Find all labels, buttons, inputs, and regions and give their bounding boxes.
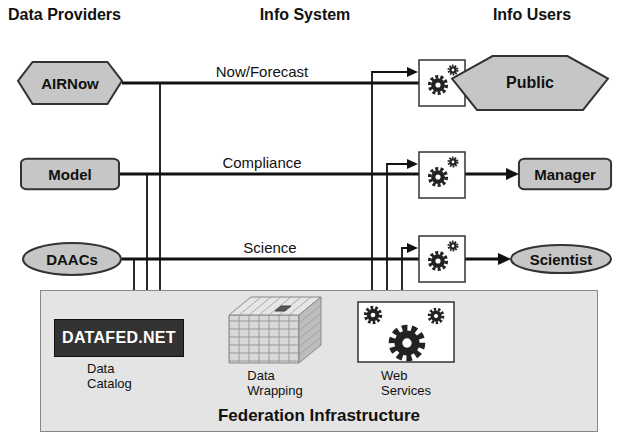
gear-box xyxy=(419,236,465,282)
band-title: Federation Infrastructure xyxy=(218,406,420,426)
node-label: AIRNow xyxy=(41,75,99,92)
actor-node: Manager xyxy=(518,158,612,190)
service-link xyxy=(387,164,412,300)
column-header: Data Providers xyxy=(8,6,121,24)
text-holder: AIRNow xyxy=(18,62,122,104)
column-header: Info Users xyxy=(493,6,571,24)
component-caption: Data Wrapping xyxy=(247,368,302,398)
flow-label: Compliance xyxy=(220,154,303,171)
component-caption: Data Catalog xyxy=(87,361,151,391)
node-label: DAACs xyxy=(46,251,98,268)
text-holder: Manager xyxy=(518,158,612,190)
service-links xyxy=(372,72,412,300)
text-holder: DATAFED.NET xyxy=(55,320,183,356)
web-services-node: Web Services xyxy=(357,301,455,363)
service-link xyxy=(372,72,412,300)
catalog-logo: DATAFED.NETData Catalog xyxy=(54,319,184,357)
web-services-box xyxy=(357,301,455,363)
node-label: Model xyxy=(48,166,91,183)
component-caption: Web Services xyxy=(381,368,431,398)
node-label: Public xyxy=(506,74,554,92)
column-header: Info System xyxy=(260,6,351,24)
flow-label: Now/Forecast xyxy=(214,63,311,80)
data-cube-node: Data Wrapping xyxy=(229,297,321,363)
text-holder: Scientist xyxy=(510,244,612,274)
text-holder: Public xyxy=(452,55,608,111)
actor-node: Model xyxy=(20,158,120,190)
actor-node: Scientist xyxy=(510,244,612,274)
data-cube xyxy=(229,297,321,363)
text-holder: Model xyxy=(20,158,120,190)
feed-arrow xyxy=(122,83,160,313)
text-holder: DAACs xyxy=(22,242,122,276)
gear-box xyxy=(419,152,465,198)
actor-node: AIRNow xyxy=(18,62,122,104)
flow-label: Science xyxy=(241,239,298,256)
actor-node: DAACs xyxy=(22,242,122,276)
infrastructure-band: Federation InfrastructureDATAFED.NETData… xyxy=(40,290,598,432)
node-label: Scientist xyxy=(530,251,593,268)
flow-arrow xyxy=(122,82,446,85)
node-label: Manager xyxy=(534,166,596,183)
logo-text: DATAFED.NET xyxy=(62,329,176,347)
actor-node: Public xyxy=(452,55,608,111)
